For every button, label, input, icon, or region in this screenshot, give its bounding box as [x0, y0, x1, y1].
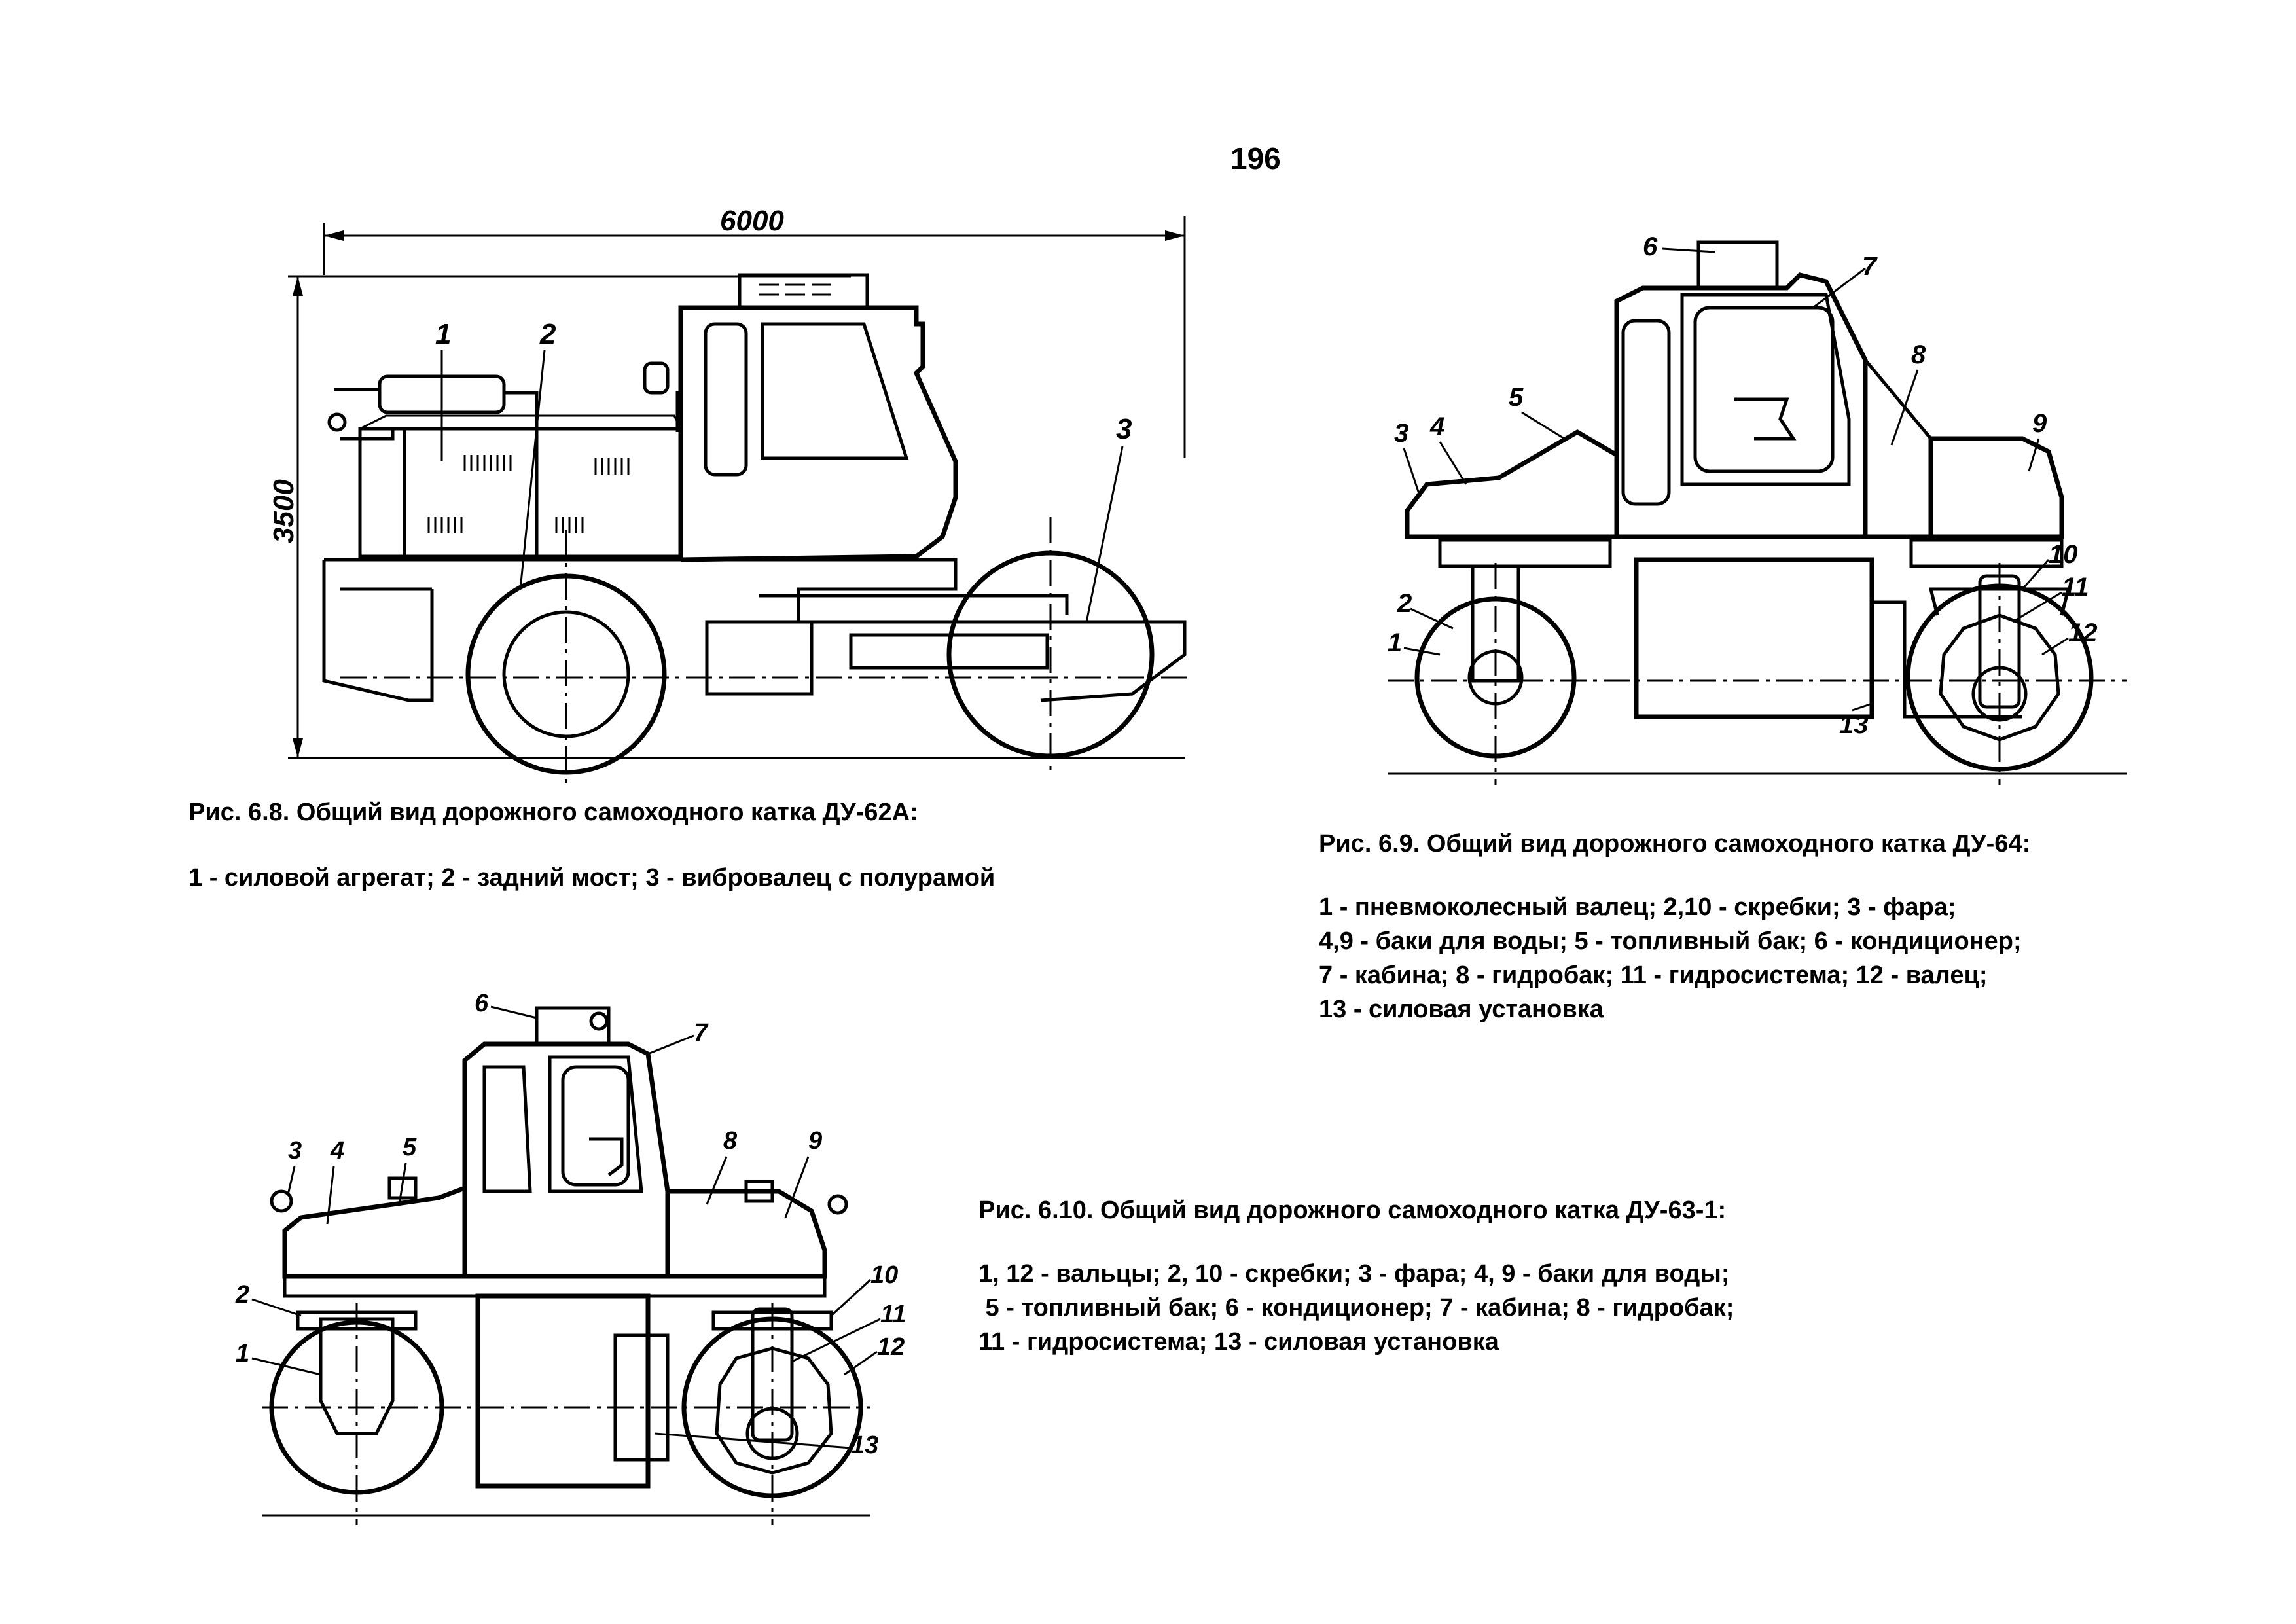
callout-9: 9 [808, 1127, 822, 1155]
callout-2: 2 [235, 1281, 249, 1308]
callout-12: 12 [2068, 619, 2098, 647]
figure-du-64-caption: Рис. 6.9. Общий вид дорожного самоходног… [1319, 831, 2030, 1026]
callout-3: 3 [1394, 419, 1408, 448]
callout-6: 6 [1643, 232, 1658, 261]
legend-line: 1 - силовой агрегат; 2 - задний мост; 3 … [188, 864, 996, 892]
callout-7: 7 [694, 1019, 709, 1047]
callout-7: 7 [1862, 252, 1878, 281]
legend-line: 4,9 - баки для воды; 5 - топливный бак; … [1319, 928, 2022, 955]
callout-10: 10 [2049, 540, 2078, 569]
callout-4: 4 [1429, 412, 1444, 441]
callout-8: 8 [1911, 340, 1926, 369]
callout-6: 6 [475, 990, 489, 1017]
legend-line: 13 - силовая установка [1319, 996, 1604, 1023]
callout-4: 4 [330, 1137, 344, 1164]
figure-du-63-1-drawing: 6 7 3 4 5 8 9 2 1 10 11 12 13 [235, 990, 906, 1525]
legend-line: 1 - пневмоколесный валец; 2,10 - скребки… [1319, 893, 1956, 921]
caption-title: Рис. 6.9. Общий вид дорожного самоходног… [1319, 830, 2031, 857]
callout-2: 2 [539, 318, 556, 350]
legend-line: 7 - кабина; 8 - гидробак; 11 - гидросист… [1319, 962, 1988, 989]
legend-line: 11 - гидросистема; 13 - силовая установк… [978, 1328, 1499, 1356]
callout-5: 5 [403, 1134, 417, 1161]
figure-du-64-drawing: 6 7 5 8 3 4 9 2 1 10 11 12 13 [1388, 232, 2127, 785]
callout-8: 8 [723, 1127, 738, 1155]
callout-11: 11 [2062, 573, 2089, 602]
callout-10: 10 [870, 1261, 898, 1289]
callout-1: 1 [435, 318, 451, 350]
dimension-height: 3500 [268, 479, 300, 543]
caption-title: Рис. 6.8. Общий вид дорожного самоходног… [188, 799, 918, 826]
callout-5: 5 [1509, 383, 1524, 412]
legend-line: 1, 12 - вальцы; 2, 10 - скребки; 3 - фар… [978, 1260, 1730, 1288]
callout-2: 2 [1397, 589, 1412, 618]
page-number: 196 [1230, 141, 1281, 175]
callout-11: 11 [880, 1301, 906, 1328]
callout-13: 13 [1839, 710, 1869, 739]
callout-12: 12 [877, 1333, 905, 1361]
caption-title: Рис. 6.10. Общий вид дорожного самоходно… [978, 1197, 1727, 1224]
callout-9: 9 [2032, 409, 2047, 438]
callout-1: 1 [1388, 628, 1402, 657]
figure-du-62a-drawing: 6000 3500 [268, 205, 1191, 785]
callout-13: 13 [851, 1432, 878, 1459]
figure-du-63-1-caption: Рис. 6.10. Общий вид дорожного самоходно… [978, 1198, 1734, 1359]
figure-du-62a-caption: Рис. 6.8. Общий вид дорожного самоходног… [188, 800, 995, 895]
legend-line: 5 - топливный бак; 6 - кондиционер; 7 - … [978, 1294, 1734, 1322]
dimension-length: 6000 [720, 205, 784, 237]
callout-3: 3 [288, 1137, 302, 1164]
callout-1: 1 [236, 1340, 249, 1367]
callout-3: 3 [1116, 413, 1132, 445]
